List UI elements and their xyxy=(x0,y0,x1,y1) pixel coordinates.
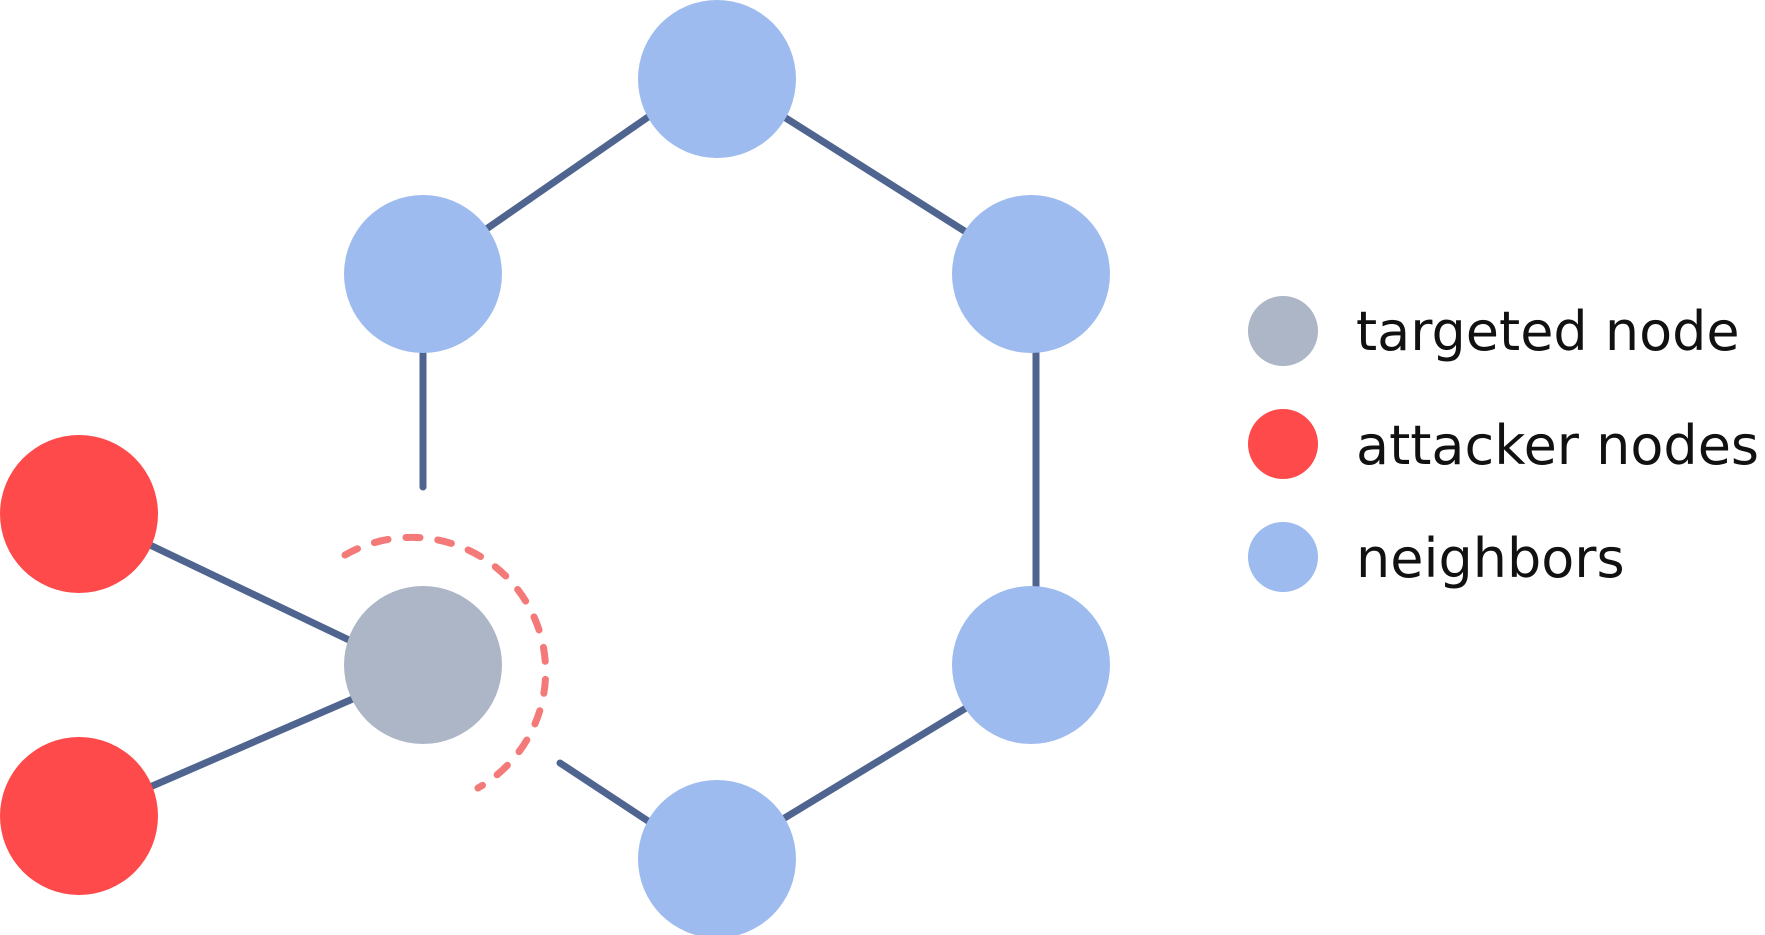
neighbor-node-top xyxy=(638,0,796,158)
edge-upper-left-top xyxy=(478,111,655,236)
legend-swatch-neighbor xyxy=(1248,522,1318,592)
neighbor-node-upper-left xyxy=(344,195,502,353)
attacker-node-upper xyxy=(0,435,158,593)
edge-lower-right-bottom xyxy=(774,704,970,826)
nodes xyxy=(0,0,1110,935)
legend-label-attacker: attacker nodes xyxy=(1356,414,1759,477)
legend-item-attacker: attacker nodes xyxy=(1248,409,1759,479)
legend-swatch-attacker xyxy=(1248,409,1318,479)
edge-bottom-target-cut xyxy=(556,759,652,825)
neighbor-node-upper-right xyxy=(952,195,1110,353)
targeted-node xyxy=(344,586,502,744)
edge-top-upper-right xyxy=(777,111,970,236)
legend-label-targeted: targeted node xyxy=(1356,300,1740,363)
legend-swatch-targeted xyxy=(1248,296,1318,366)
legend-item-neighbor: neighbors xyxy=(1248,522,1625,592)
edge-attacker-lower-target xyxy=(146,694,359,791)
edge-attacker-upper-target xyxy=(146,541,353,644)
attack-ring-dashed-arc xyxy=(341,533,550,792)
legend-label-neighbor: neighbors xyxy=(1356,527,1625,590)
edges xyxy=(146,111,1040,826)
neighbor-node-lower-right xyxy=(952,586,1110,744)
attacker-node-lower xyxy=(0,737,158,895)
legend-item-targeted: targeted node xyxy=(1248,296,1740,366)
neighbor-node-bottom xyxy=(638,780,796,935)
legend: targeted node attacker nodes neighbors xyxy=(1248,296,1759,592)
